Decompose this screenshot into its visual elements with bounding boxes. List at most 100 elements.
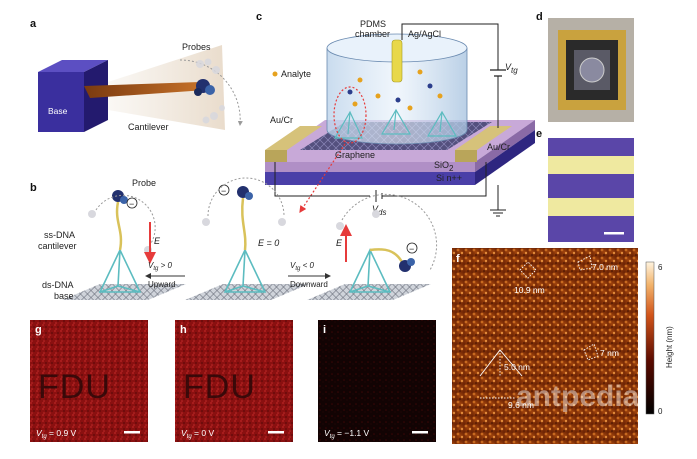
panel-label-h: h <box>180 324 187 336</box>
ag-agcl-electrode <box>391 39 403 83</box>
graphene-label: Graphene <box>335 150 375 160</box>
aucr-left-label: Au/Cr <box>270 115 293 125</box>
wire-vds <box>274 162 487 202</box>
vtg-label: Vtg <box>505 62 518 75</box>
panel-label-a: a <box>30 18 37 30</box>
au-cr-left-top <box>265 126 322 150</box>
panel-e: e <box>536 128 634 242</box>
stripe-image <box>548 138 634 242</box>
afm-ann-3: 7 nm <box>600 348 619 358</box>
si-layer <box>265 172 475 185</box>
upward-label: Upward <box>148 280 176 289</box>
stripe-yellow-1 <box>548 156 634 174</box>
cantilever-label: Cantilever <box>128 122 169 132</box>
vtg-pos-label: Vtg > 0 <box>148 261 172 272</box>
charge-1 <box>126 197 138 209</box>
probe-dots-c <box>347 83 433 103</box>
colorbar <box>645 261 655 415</box>
afm-image <box>452 248 638 444</box>
panel-f: f 10.9 nm 7.0 nm 7 nm 5.0 nm 9.6 nm 6 0 … <box>452 248 674 444</box>
au-cr-right <box>455 150 477 162</box>
si-label: Si n++ <box>436 173 462 183</box>
colorbar-title: Height (nm) <box>665 326 674 368</box>
panel-c: c <box>256 11 535 217</box>
afm-ann-4: 5.0 nm <box>504 362 530 372</box>
scale-bar-g <box>124 431 140 434</box>
vtg-neg-label: Vtg < 0 <box>290 261 314 272</box>
fluor-image-h <box>175 320 293 442</box>
svg-text:−: − <box>409 244 414 254</box>
pdms-label-1: PDMS <box>360 19 386 29</box>
sio2-layer <box>265 162 475 172</box>
panel-label-f: f <box>456 253 460 265</box>
fdu-pattern-g: FDU <box>38 368 111 406</box>
panel-i: i Vtg = −1.1 V <box>318 320 436 442</box>
scale-bar-e <box>604 232 624 235</box>
ds-dna-label-1: ds-DNA <box>42 280 74 290</box>
svg-text:−: − <box>129 199 134 209</box>
probe-label: Probe <box>132 178 156 188</box>
dna-tetrahedra <box>333 108 458 139</box>
scale-bar-h <box>268 431 284 434</box>
probe-b1 <box>112 190 128 204</box>
base-label: Base <box>48 106 68 116</box>
panel-a: a Base Cantilever Probes <box>30 18 243 132</box>
swing-arc <box>179 59 243 126</box>
fluor-image-g <box>30 320 148 442</box>
panel-g: g FDU Vtg = 0.9 V <box>30 320 148 442</box>
vtg-h: Vtg = 0 V <box>181 428 214 440</box>
afm-annotations <box>479 255 599 399</box>
colorbar-max: 6 <box>658 263 663 272</box>
wire-vtg <box>401 23 499 70</box>
afm-ann-5: 9.6 nm <box>508 400 534 410</box>
tetrahedra-b <box>98 248 392 293</box>
pdms-label-2: chamber <box>355 29 390 39</box>
charge-3 <box>406 242 418 254</box>
ss-dna-1 <box>115 201 123 251</box>
panel-label-e: e <box>536 128 542 140</box>
panel-b: b − − − E E = 0 <box>30 177 438 301</box>
panel-label-i: i <box>323 324 326 336</box>
cantilever-beam <box>84 82 206 98</box>
ghost-probes <box>196 58 225 124</box>
sio2-label: SiO2 <box>434 160 454 173</box>
analyte-label: Analyte <box>281 69 311 79</box>
efield-label-1: E <box>154 236 161 246</box>
panel-label-g: g <box>35 324 42 336</box>
ss-dna-label-1: ss-DNA <box>44 230 75 240</box>
efield-zero: E = 0 <box>258 238 279 248</box>
panel-d: d <box>536 11 634 122</box>
panel-h: h FDU Vtg = 0 V <box>175 320 293 442</box>
panel-label-c: c <box>256 11 262 23</box>
panel-label-b: b <box>30 182 37 194</box>
watermark: antpedia <box>516 380 640 413</box>
agagcl-label: Ag/AgCl <box>408 29 441 39</box>
probe-molecule <box>194 79 215 96</box>
fluor-image-i <box>318 320 436 442</box>
svg-text:−: − <box>221 186 226 196</box>
au-cr-right-top <box>455 126 512 150</box>
base-block <box>38 72 84 132</box>
panel-label-d: d <box>536 11 543 23</box>
probes-label: Probes <box>182 42 211 52</box>
fdu-pattern-h: FDU <box>183 368 256 406</box>
ss-dna-3 <box>369 248 404 263</box>
vtg-g: Vtg = 0.9 V <box>36 428 77 440</box>
ds-dna-label-2: base <box>54 291 74 301</box>
zoom-arrow <box>299 143 346 214</box>
efield-label-3: E <box>336 238 343 248</box>
analyte-legend-dot <box>272 71 278 77</box>
vds-label: Vds <box>372 204 386 217</box>
afm-ann-2: 7.0 nm <box>592 262 618 272</box>
pdms-chamber <box>326 47 468 145</box>
ss-dna-2 <box>241 197 247 251</box>
base-top <box>38 60 108 72</box>
stripe-yellow-2 <box>548 198 634 216</box>
analyte-dots <box>352 69 443 111</box>
aucr-right-label: Au/Cr <box>487 142 510 152</box>
vtg-i: Vtg = −1.1 V <box>324 428 370 440</box>
zoom-circle <box>333 86 367 144</box>
au-cr-left <box>265 150 287 162</box>
afm-ann-1: 10.9 nm <box>514 285 545 295</box>
